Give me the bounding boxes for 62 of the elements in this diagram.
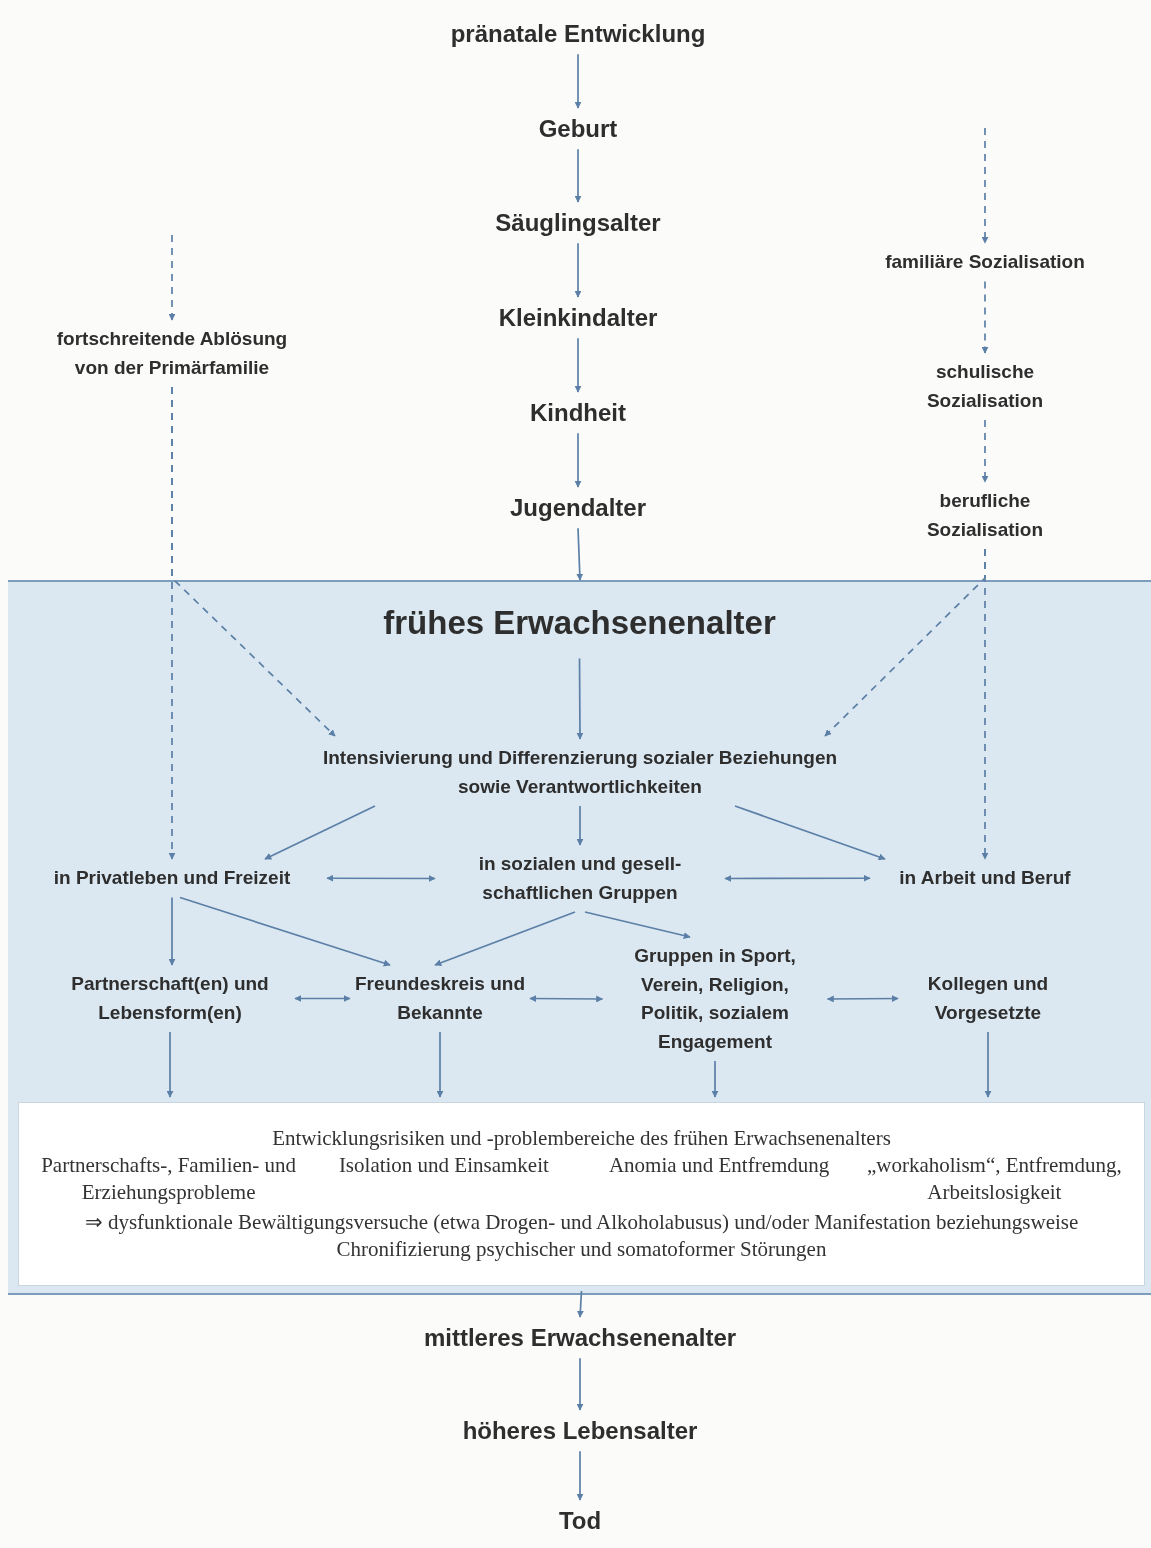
node-label: familiäre Sozialisation [885, 248, 1085, 277]
node-label: Intensivierung und Differenzierung sozialer Beziehungen sowie Verantwortlichkeiten [300, 744, 860, 801]
stage-label: Tod [520, 1505, 640, 1537]
arrow [166, 1031, 174, 1098]
node-label: Gruppen in Sport, Verein, Religion, Politik, sozialem Engagement [607, 942, 823, 1056]
box-heading: Entwicklungsrisiken und -problembereiche des frühen Erwachsenenalters [271, 1124, 892, 1152]
risk-label: Partnerschafts-, Familien- und Erziehungsprobleme [40, 1151, 298, 1206]
arrow [434, 911, 576, 967]
dashed-arrow [171, 386, 336, 737]
node-label: fortschreitende Ablösung von der Primärfamilie [52, 325, 292, 382]
stage-label: Säuglingsalter [448, 207, 708, 239]
arrow [984, 1031, 992, 1098]
node-label: Freundeskreis und Bekannte [355, 970, 525, 1027]
box-paragraph: ⇒ dysfunktionale Bewältigungsversuche (etwa Drogen- und Alkoholabusus) und/oder Manifestation beziehungsweise Chronifizierung psychischer und somatoformer Störungen [83, 1209, 1080, 1264]
risk-label: „workaholism“, Entfremdung, Arbeitslosigkeit [865, 1151, 1123, 1206]
node-label: Kollegen und Vorgesetzte [903, 970, 1073, 1027]
arrow [734, 805, 886, 861]
node-label: schulische Sozialisation [885, 358, 1085, 415]
arrow [529, 995, 604, 1003]
arrow [574, 148, 582, 203]
arrow [576, 657, 584, 740]
node-label: in sozialen und gesell- schaftlichen Gruppen [440, 850, 720, 907]
band-heading: frühes Erwachsenenalter [383, 603, 776, 643]
arrow [326, 874, 436, 882]
stage-label: Kleinkindalter [448, 302, 708, 334]
stage-label: pränatale Entwicklung [398, 18, 758, 50]
node-label: in Privatleben und Freizeit [22, 864, 322, 893]
stage-label: mittleres Erwachsenenalter [390, 1322, 770, 1354]
node-label: Partnerschaft(en) und Lebensform(en) [50, 970, 290, 1027]
arrow [576, 527, 584, 581]
arrow [179, 896, 391, 967]
arrow [574, 432, 582, 488]
arrow [574, 53, 582, 109]
arrow [168, 896, 176, 966]
dashed-arrow [981, 419, 989, 483]
stage-label: Jugendalter [468, 492, 688, 524]
arrow [574, 337, 582, 393]
stage-label: Geburt [478, 113, 678, 145]
dashed-arrow [981, 280, 989, 354]
node-label: in Arbeit und Beruf [875, 864, 1095, 893]
risk-label: Isolation und Einsamkeit [337, 1151, 550, 1179]
stage-label: höheres Lebensalter [430, 1415, 730, 1447]
arrow [576, 1450, 584, 1501]
risk-label: Anomia und Entfremdung [607, 1151, 831, 1179]
arrow [294, 995, 351, 1002]
arrow [584, 911, 691, 939]
arrow [574, 242, 582, 298]
arrow [576, 805, 584, 846]
dashed-arrow [981, 548, 989, 860]
node-label: berufliche Sozialisation [885, 487, 1085, 544]
arrow [826, 995, 899, 1003]
phase-band [8, 580, 1151, 1295]
dashed-arrow [981, 127, 989, 244]
arrow [711, 1060, 719, 1098]
arrow [576, 1290, 584, 1318]
arrow [264, 805, 376, 860]
dashed-arrow [168, 234, 176, 321]
arrow [724, 874, 871, 882]
risk-box [18, 1102, 1145, 1286]
stage-label: Kindheit [478, 397, 678, 429]
arrow [436, 1031, 444, 1098]
arrow [576, 1357, 584, 1411]
